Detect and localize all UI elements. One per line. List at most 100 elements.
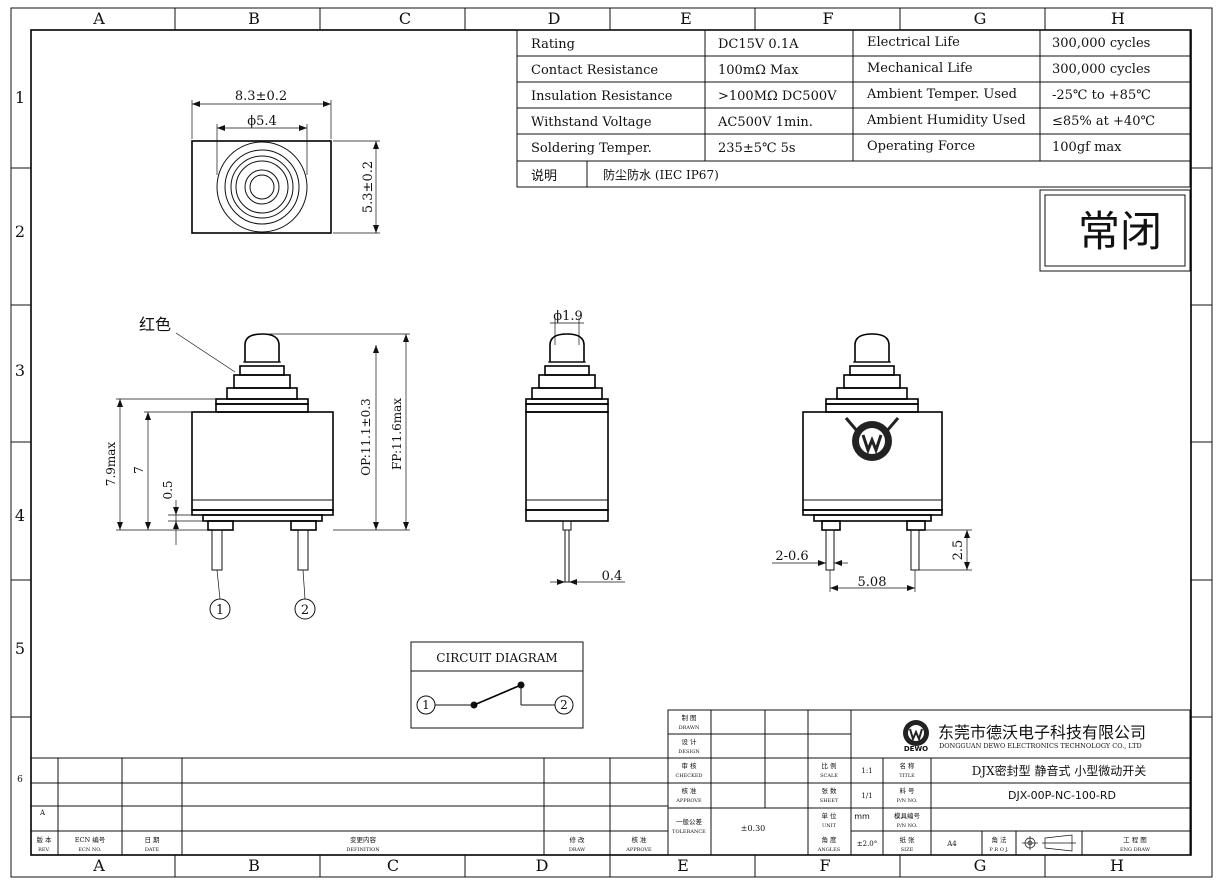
spec-label-2: Ambient Humidity Used (866, 113, 1026, 128)
circuit-diagram (410, 641, 584, 729)
scale-value: 1:1 (861, 767, 872, 775)
column-label-top-d: D (548, 9, 561, 28)
logo-text: DEWO (904, 745, 928, 753)
mold-label-en: P/N NO. (897, 823, 918, 829)
spec-label: Contact Resistance (531, 63, 658, 78)
angles-label-cn: 角 度 (821, 835, 837, 844)
scale-label-cn: 比 例 (821, 761, 836, 770)
top-width-dim: 8.3±0.2 (235, 89, 287, 104)
checked-label-en: CHECKED (675, 773, 702, 779)
column-label-bottom-a: A (92, 856, 105, 875)
spec-label: Soldering Temper. (531, 141, 652, 156)
def-label-cn: 变更内容 (350, 835, 377, 844)
sheet-label-cn: 张 数 (821, 786, 837, 795)
circuit-pin-1: 1 (422, 698, 430, 712)
column-label-top-c: C (399, 9, 411, 28)
unit-label-cn: 单 位 (821, 811, 837, 820)
column-label-top-g: G (974, 9, 987, 28)
projection-symbol-icon (1022, 834, 1076, 852)
ecn-label-en: ECN NO. (78, 847, 102, 853)
spec-label: Withstand Voltage (531, 115, 652, 130)
rev-label-en: REV. (38, 847, 50, 853)
company-name-cn: 东莞市德沃电子科技有限公司 (938, 723, 1146, 742)
spec-value: >100MΩ DC500V (718, 89, 837, 104)
spec-value: 235±5℃ 5s (718, 141, 796, 156)
spec-table (516, 29, 1191, 188)
color-note: 红色 (139, 315, 171, 334)
column-label-bottom-b: B (248, 856, 260, 875)
column-label-bottom-g: G (974, 856, 987, 875)
def-label-en: DEFINITION (346, 847, 380, 853)
design-label-cn: 设 计 (681, 737, 697, 746)
dim-7: 7 (132, 466, 146, 474)
dim-7-9max: 7.9max (104, 442, 118, 487)
back-view (772, 333, 972, 592)
approve2-label-cn: 核 准 (631, 835, 647, 844)
drawn-label-cn: 制 图 (681, 713, 696, 722)
spec-value-2: 300,000 cycles (1052, 62, 1150, 77)
angles-label-en: ANGLES (817, 847, 841, 853)
nc-box-inner (1044, 194, 1186, 267)
draw-label-cn: 修 改 (569, 835, 585, 844)
checked-label-cn: 审 核 (681, 761, 697, 770)
spec-value-2: 100gf max (1052, 140, 1122, 155)
tolerance-label-en: TOLERANCE (672, 829, 706, 835)
date-label-en: DATE (145, 847, 160, 853)
column-label-bottom-e: E (677, 856, 689, 875)
size-label-en: SIZE (901, 847, 914, 853)
title-label-en: TITLE (899, 773, 915, 779)
draw-label-en: DRAW (569, 847, 586, 853)
column-label-top-e: E (680, 9, 692, 28)
circuit-title: CIRCUIT DIAGRAM (436, 651, 557, 665)
company-logo-icon (903, 720, 929, 746)
spec-label-2: Mechanical Life (867, 61, 973, 76)
engdraw-label-en: ENG DRAW (1120, 847, 1151, 853)
nc-box (1039, 189, 1191, 272)
unit-value: mm (854, 812, 870, 821)
front-pin-1: 1 (216, 603, 224, 618)
rev-row-a: A (39, 809, 46, 817)
dim-op: OP:11.1±0.3 (359, 398, 373, 475)
top-height-dim: 5.3±0.2 (361, 161, 376, 213)
back-pitch-dim: 5.08 (858, 575, 887, 590)
mold-label-cn: 模具编号 (894, 811, 921, 820)
approve2-label-en: APPROVE (625, 847, 652, 853)
row-label-3: 3 (15, 361, 25, 380)
column-label-top-b: B (248, 9, 260, 28)
spec-value: 100mΩ Max (718, 63, 799, 78)
top-diameter-dim: ϕ5.4 (247, 114, 277, 129)
engdraw-label-cn: 工 程 图 (1123, 835, 1147, 844)
side-diameter-dim: ϕ1.9 (553, 309, 583, 324)
row-label-4: 4 (15, 506, 25, 525)
scale-label-en: SCALE (820, 773, 838, 779)
angles-value: ±2.0° (857, 840, 878, 848)
pn-value: DJX-00P-NC-100-RD (1008, 789, 1116, 802)
column-label-top-a: A (92, 9, 105, 28)
sheet-label-en: SHEET (820, 798, 839, 804)
tolerance-value: ±0.30 (741, 824, 766, 833)
note-label: 说明 (531, 169, 557, 184)
sheet-value: 1/1 (861, 792, 872, 800)
date-label-cn: 日 期 (144, 836, 160, 844)
column-dividers (11, 8, 1212, 877)
approve-label-en: APPROVE (675, 798, 702, 804)
spec-label-2: Ambient Temper. Used (866, 87, 1017, 102)
dim-0-5: 0.5 (161, 480, 175, 499)
top-view (191, 100, 380, 234)
spec-label-2: Electrical Life (867, 35, 960, 50)
pn-label-en: P/N NO. (897, 798, 918, 804)
nc-label: 常闭 (1078, 207, 1162, 256)
title-value: DJX密封型 静音式 小型微动开关 (972, 763, 1147, 778)
side-view (525, 318, 625, 585)
row-label-2: 2 (15, 222, 25, 241)
rev-label-cn: 版 本 (36, 835, 52, 844)
circuit-pin-2: 2 (560, 698, 568, 712)
spec-value-2: ≤85% at +40℃ (1052, 114, 1155, 129)
ecn-label-cn: ECN 编号 (75, 835, 106, 844)
